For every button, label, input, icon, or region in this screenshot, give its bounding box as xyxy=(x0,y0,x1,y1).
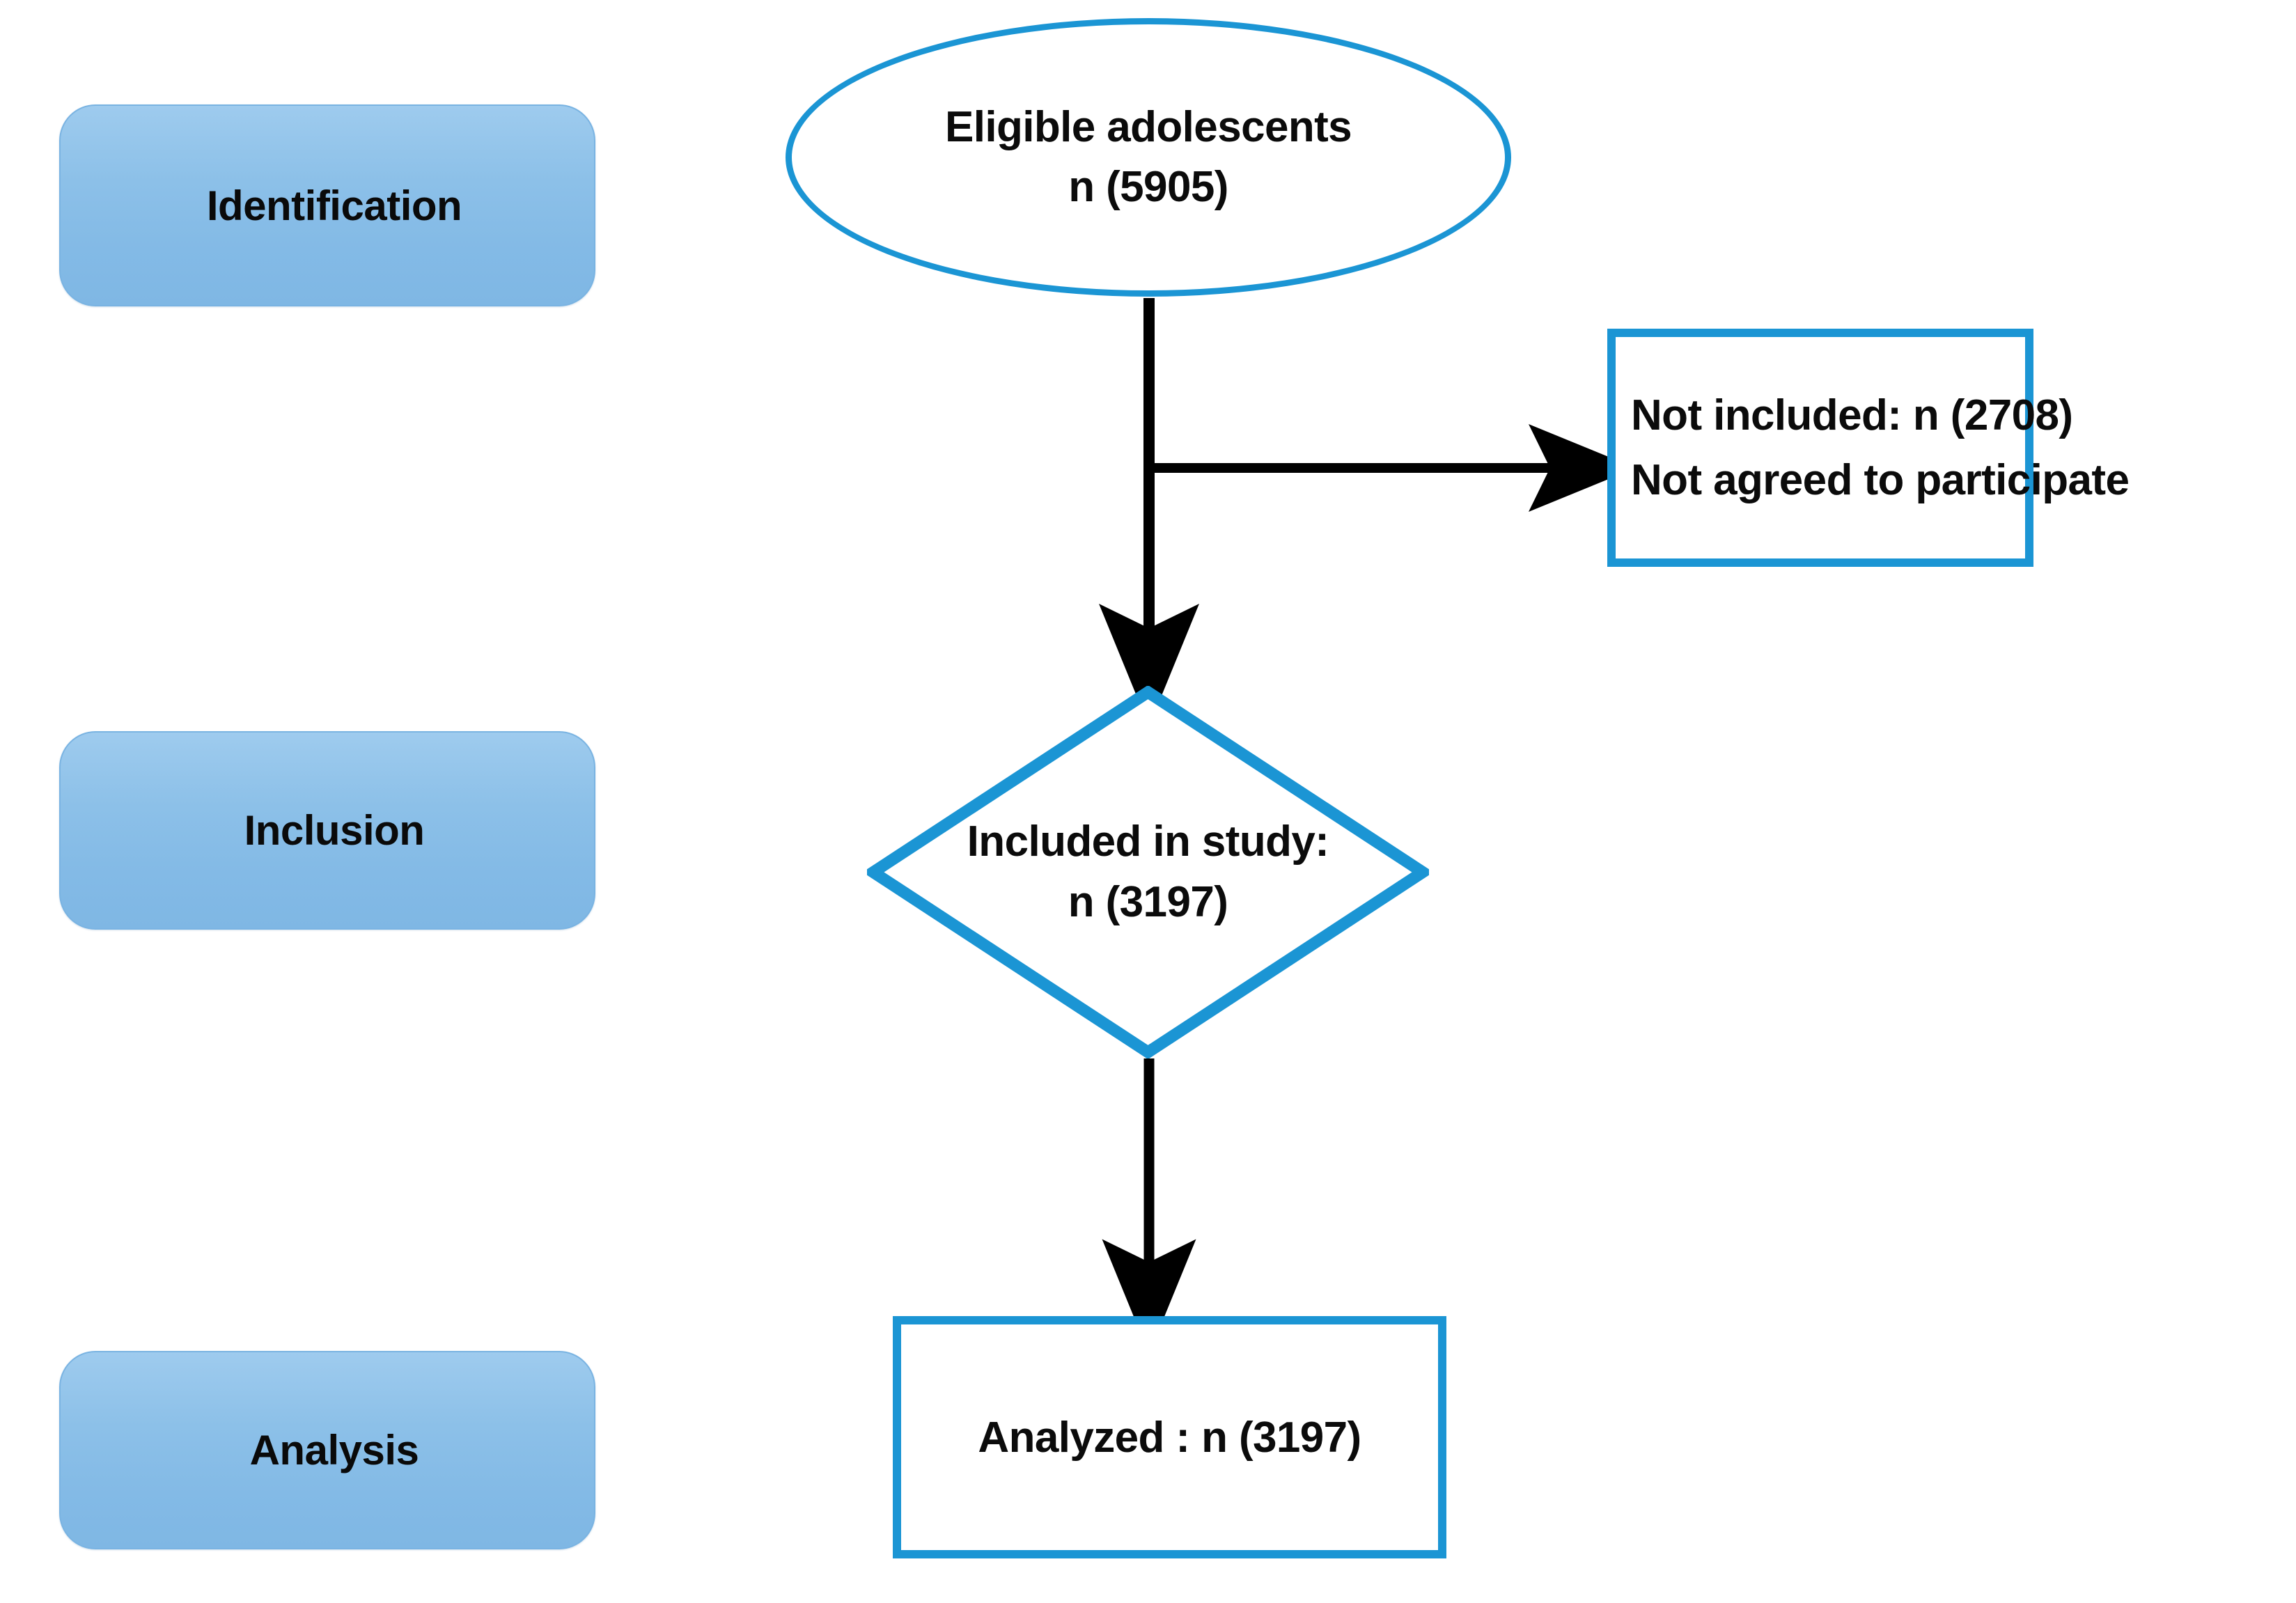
stage-pill-inclusion: Inclusion xyxy=(59,731,595,930)
node-eligible-adolescents: Eligible adolescents n (5905) xyxy=(786,18,1511,297)
node-eligible-line1: Eligible adolescents xyxy=(944,103,1352,152)
node-not-included-line1: Not included: n (2708) xyxy=(1631,391,2073,439)
node-analyzed: Analyzed : n (3197) xyxy=(893,1316,1446,1558)
stage-pill-analysis: Analysis xyxy=(59,1351,595,1549)
node-not-included-line2: Not agreed to participate xyxy=(1631,456,2130,504)
stage-pill-analysis-label: Analysis xyxy=(249,1427,419,1473)
stage-pill-identification-label: Identification xyxy=(206,182,462,229)
stage-pill-inclusion-label: Inclusion xyxy=(244,807,425,854)
stage-pill-identification: Identification xyxy=(59,104,595,306)
diamond-shape xyxy=(867,686,1429,1058)
node-not-included: Not included: n (2708) Not agreed to par… xyxy=(1607,329,2130,567)
node-eligible-line2: n (5905) xyxy=(1068,163,1228,211)
node-analyzed-line1: Analyzed : n (3197) xyxy=(978,1413,1361,1462)
node-included-in-study: Included in study: n (3197) xyxy=(867,686,1429,1058)
